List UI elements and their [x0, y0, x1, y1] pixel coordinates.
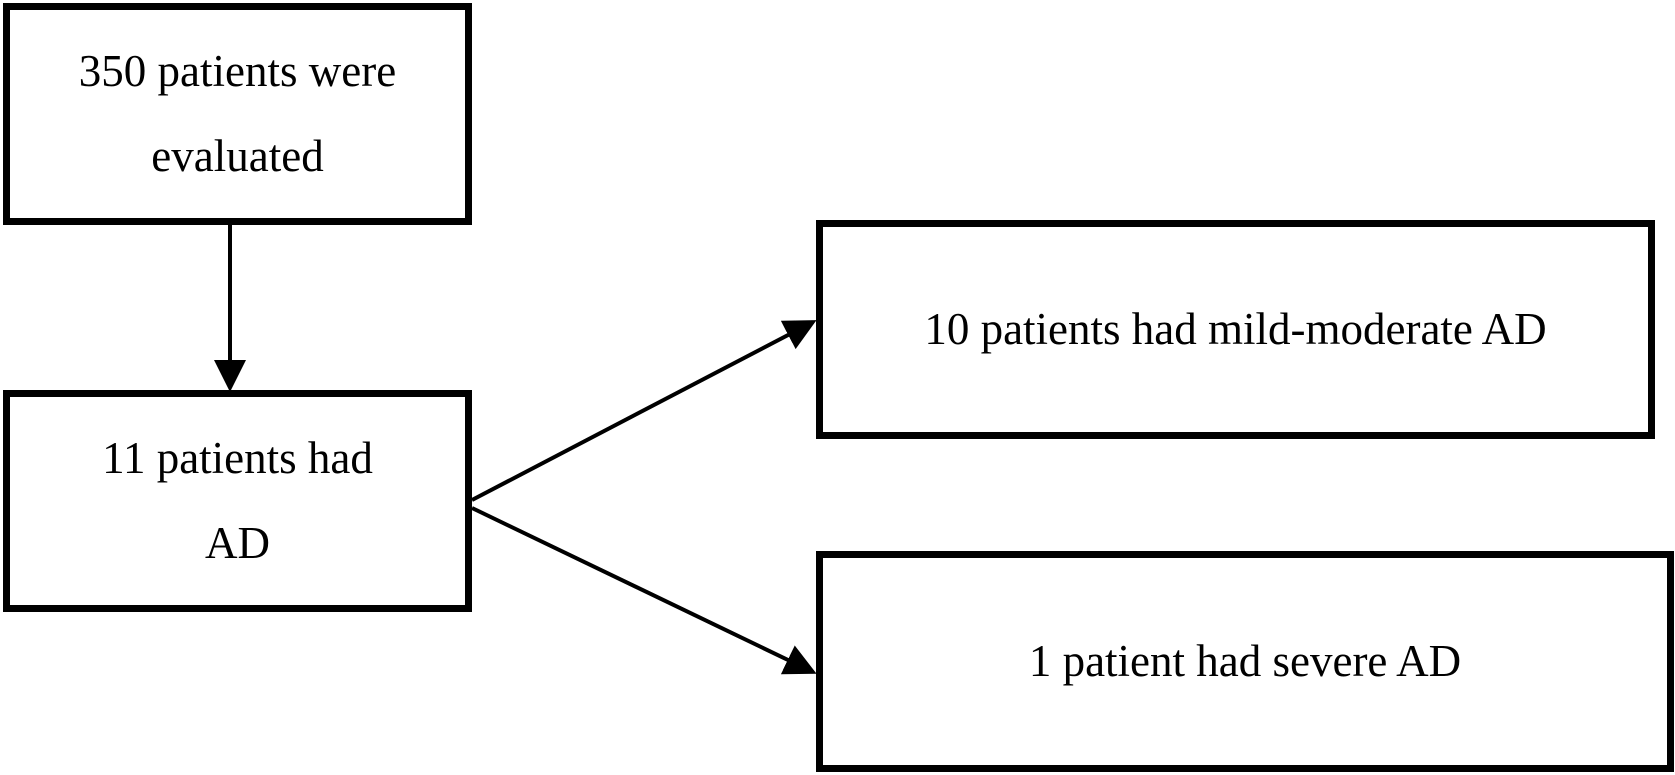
- node-patients-evaluated-label: 350 patients were evaluated: [78, 45, 397, 182]
- node-patients-had-ad-label: 11 patients had AD: [102, 432, 373, 569]
- node-patients-evaluated: 350 patients were evaluated: [3, 3, 472, 225]
- arrow-ad-to-severe: [471, 506, 817, 675]
- node-mild-moderate-ad: 10 patients had mild-moderate AD: [816, 220, 1655, 439]
- node-mild-moderate-ad-label: 10 patients had mild-moderate AD: [924, 303, 1547, 354]
- arrow-ad-to-mild: [471, 320, 817, 502]
- node-severe-ad: 1 patient had severe AD: [816, 551, 1674, 772]
- node-patients-had-ad: 11 patients had AD: [3, 390, 472, 612]
- node-severe-ad-label: 1 patient had severe AD: [1028, 635, 1462, 686]
